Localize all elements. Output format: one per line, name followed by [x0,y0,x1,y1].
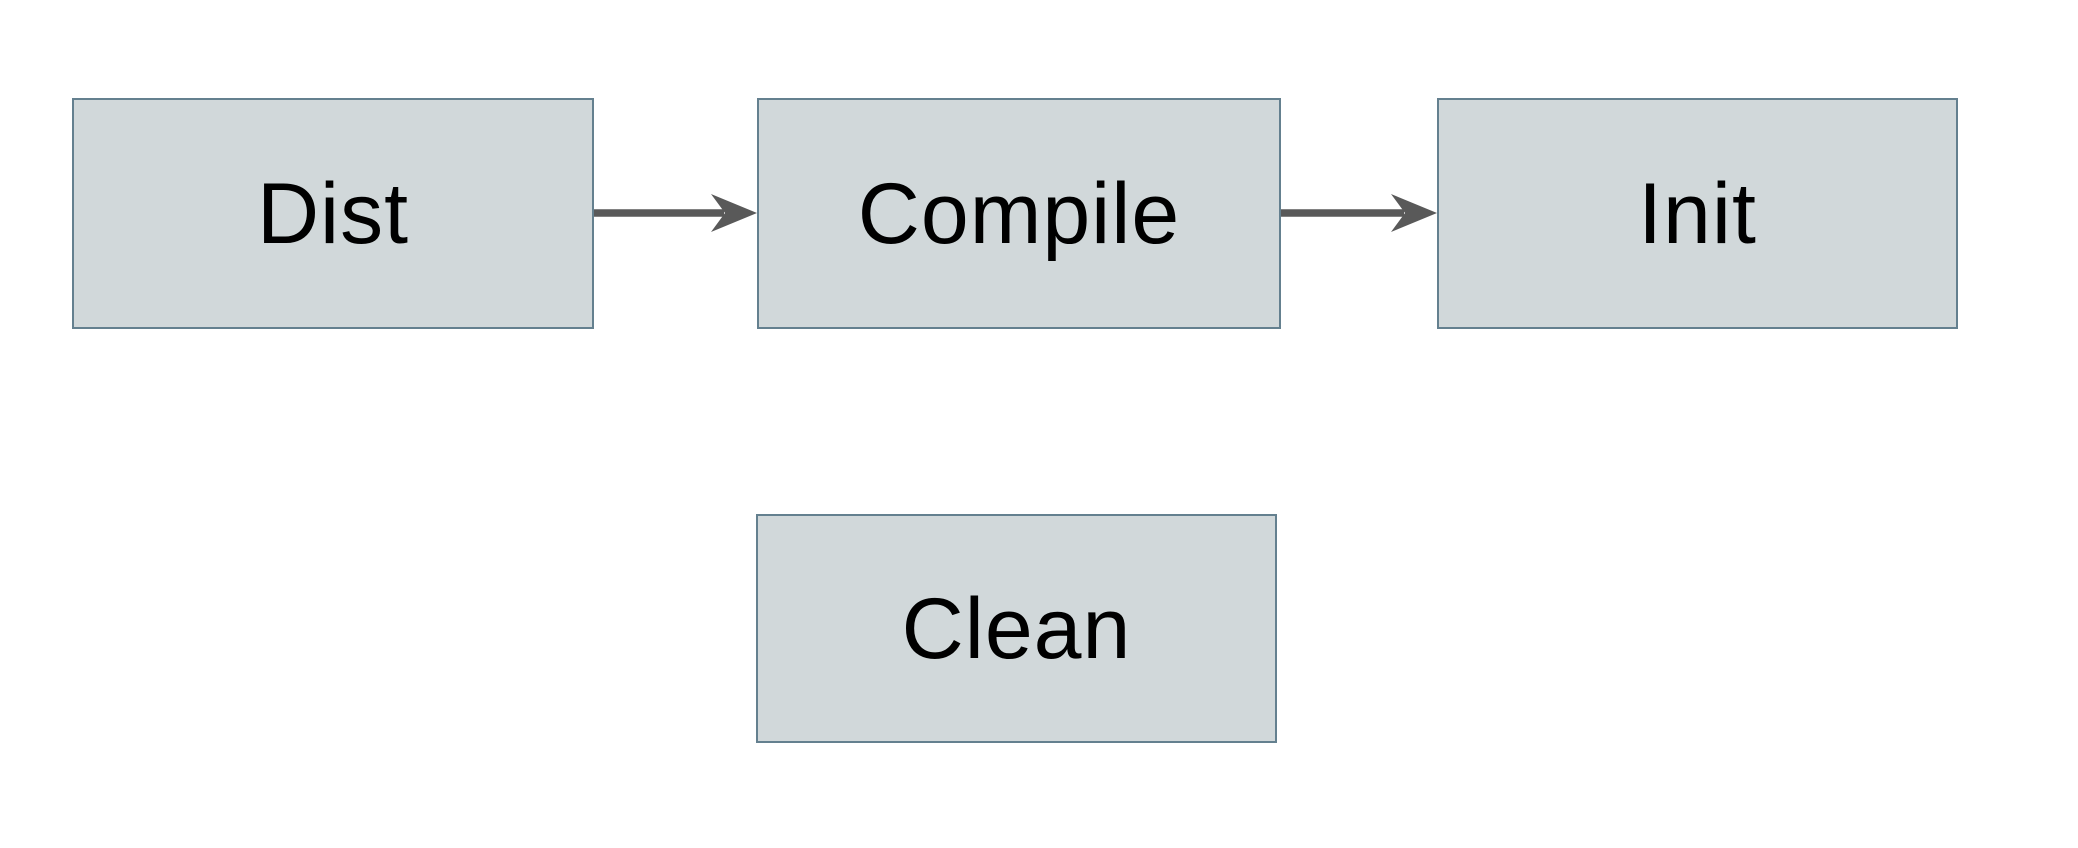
node-clean: Clean [756,514,1277,743]
node-compile: Compile [757,98,1281,329]
node-dist-label: Dist [256,165,410,262]
arrow-dist-to-compile-icon [594,194,757,232]
arrow-head [711,194,757,232]
node-init: Init [1437,98,1958,329]
arrow-compile-to-init-icon [1281,194,1437,232]
node-init-label: Init [1638,165,1757,262]
node-dist: Dist [72,98,594,329]
arrow-head [1391,194,1437,232]
node-compile-label: Compile [857,165,1181,262]
node-clean-label: Clean [901,580,1132,677]
